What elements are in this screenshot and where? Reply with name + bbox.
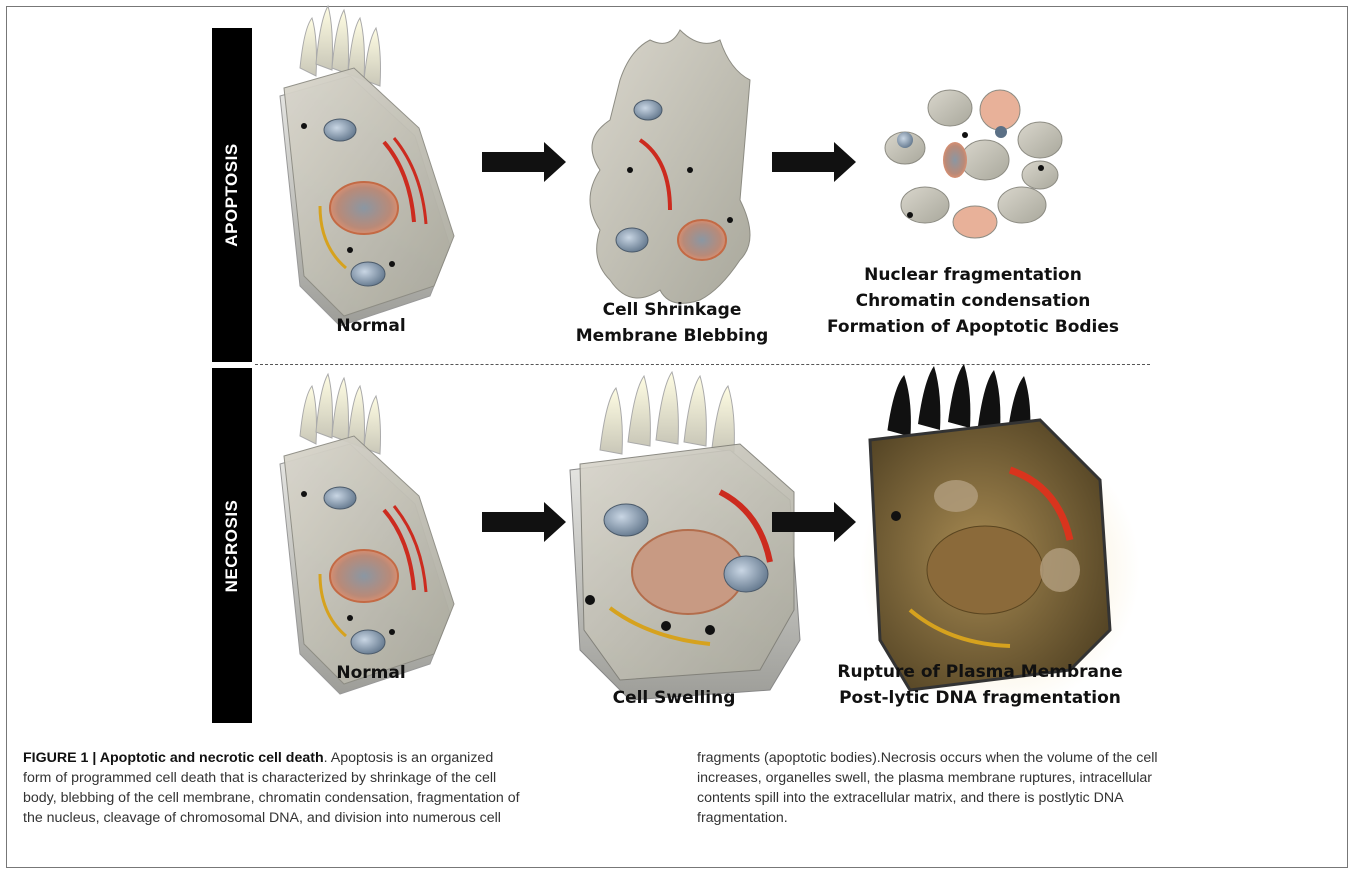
cell-illustrations bbox=[0, 0, 1354, 740]
apoptosis-arrow-1 bbox=[482, 142, 566, 182]
figure-caption-left: FIGURE 1 | Apoptotic and necrotic cell d… bbox=[23, 748, 663, 828]
caption-right-line-3: fragmentation. bbox=[697, 808, 1337, 828]
apoptosis-normal-cell bbox=[280, 6, 454, 326]
caption-right-line-2: contents spill into the extracellular ma… bbox=[697, 788, 1337, 808]
swollen-cell bbox=[570, 372, 800, 700]
apoptosis-stage-3-label: Nuclear fragmentation Chromatin condensa… bbox=[827, 262, 1119, 340]
apoptosis-shrinking-cell bbox=[590, 30, 750, 303]
caption-left-line-3: the nucleus, cleavage of chromosomal DNA… bbox=[23, 808, 663, 828]
apoptosis-stage-2-label-text: Cell Shrinkage Membrane Blebbing bbox=[576, 300, 769, 346]
caption-line-1: FIGURE 1 | Apoptotic and necrotic cell d… bbox=[23, 748, 663, 768]
apoptosis-stage-2-label: Cell Shrinkage Membrane Blebbing bbox=[576, 297, 769, 349]
caption-right-line-1: increases, organelles swell, the plasma … bbox=[697, 768, 1337, 788]
necrosis-stage-3-label: Rupture of Plasma Membrane Post-lytic DN… bbox=[837, 659, 1122, 711]
figure-title: FIGURE 1 | Apoptotic and necrotic cell d… bbox=[23, 750, 324, 766]
apoptosis-stage-3-label-text: Nuclear fragmentation Chromatin condensa… bbox=[827, 265, 1119, 337]
caption-left-line-0: . Apoptosis is an organized bbox=[324, 750, 494, 766]
apoptosis-arrow-2 bbox=[772, 142, 856, 182]
caption-left-line-1: form of programmed cell death that is ch… bbox=[23, 768, 663, 788]
figure-caption-right: fragments (apoptotic bodies).Necrosis oc… bbox=[697, 748, 1337, 828]
caption-right-line-0: fragments (apoptotic bodies).Necrosis oc… bbox=[697, 748, 1337, 768]
necrosis-stage-2-label: Cell Swelling bbox=[613, 685, 736, 711]
apoptotic-bodies bbox=[885, 90, 1062, 238]
apoptosis-stage-1-label: Normal bbox=[336, 313, 405, 339]
necrosis-arrow-1 bbox=[482, 502, 566, 542]
necrosis-stage-3-label-text: Rupture of Plasma Membrane Post-lytic DN… bbox=[837, 662, 1122, 708]
necrosis-stage-1-label: Normal bbox=[336, 660, 405, 686]
necrosis-normal-cell bbox=[280, 374, 454, 694]
caption-left-line-2: body, blebbing of the cell membrane, chr… bbox=[23, 788, 663, 808]
